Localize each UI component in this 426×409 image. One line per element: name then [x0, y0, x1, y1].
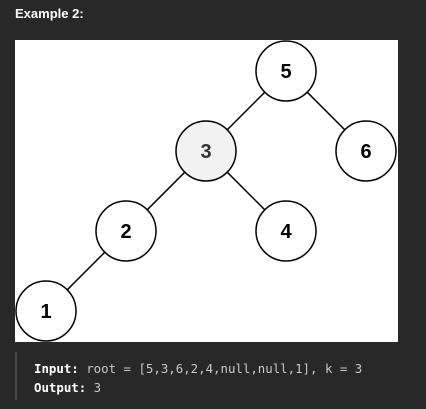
- tree-diagram: 5 3 6 2 4 1: [15, 40, 398, 342]
- tree-node-1: 1: [15, 280, 77, 342]
- tree-node-circle: [255, 40, 317, 102]
- tree-node-label: 3: [200, 141, 211, 163]
- tree-node-label: 6: [360, 141, 371, 163]
- tree-edge: [146, 171, 186, 211]
- output-label: Output:: [34, 380, 87, 395]
- tree-edge: [306, 91, 346, 131]
- input-value: root = [5,3,6,2,4,null,null,1], k = 3: [78, 361, 363, 376]
- input-line: Input: root = [5,3,6,2,4,null,null,1], k…: [34, 359, 415, 378]
- tree-node-label: 1: [40, 301, 51, 323]
- output-line: Output: 3: [34, 378, 415, 397]
- io-block: Input: root = [5,3,6,2,4,null,null,1], k…: [15, 352, 415, 400]
- tree-edge: [226, 91, 266, 131]
- tree-node-circle: [255, 200, 317, 262]
- tree-node-circle: [15, 280, 77, 342]
- tree-node-label: 4: [280, 221, 292, 243]
- tree-node-2: 2: [95, 200, 157, 262]
- tree-edge: [226, 171, 266, 211]
- tree-node-label: 2: [120, 221, 131, 243]
- tree-node-circle: [95, 200, 157, 262]
- tree-edge: [66, 251, 106, 291]
- tree-diagram-svg: 5 3 6 2 4 1: [15, 40, 397, 342]
- tree-node-3: 3: [175, 120, 237, 182]
- tree-node-circle: [335, 120, 397, 182]
- tree-node-4: 4: [255, 200, 317, 262]
- tree-node-6: 6: [335, 120, 397, 182]
- output-value: 3: [86, 380, 102, 395]
- example-heading: Example 2:: [15, 6, 84, 21]
- tree-node-label: 5: [280, 61, 291, 83]
- input-label: Input:: [34, 361, 79, 376]
- tree-node-5: 5: [255, 40, 317, 102]
- tree-node-circle: [175, 120, 237, 182]
